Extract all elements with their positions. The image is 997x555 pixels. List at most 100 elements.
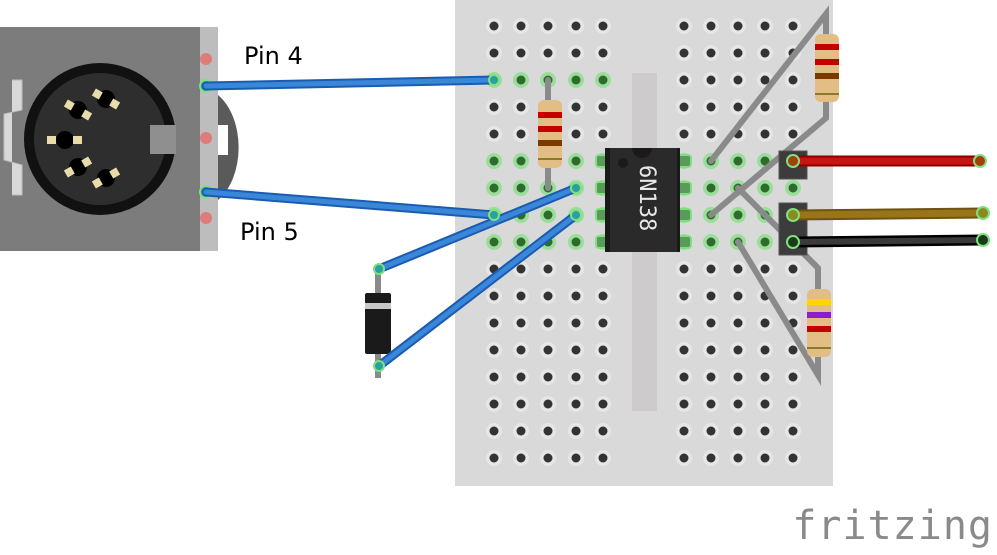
breadboard-hole[interactable]	[788, 291, 798, 301]
connector-pin-unused[interactable]	[200, 53, 212, 65]
diode[interactable]	[365, 268, 391, 378]
wire-endpoint[interactable]	[488, 74, 500, 86]
wire-endpoint[interactable]	[973, 154, 987, 168]
breadboard-hole[interactable]	[706, 102, 716, 112]
breadboard-hole[interactable]	[788, 345, 798, 355]
resistor-3[interactable]	[807, 289, 831, 357]
breadboard-hole[interactable]	[706, 399, 716, 409]
breadboard-hole[interactable]	[706, 48, 716, 58]
breadboard-hole[interactable]	[733, 345, 743, 355]
connector-pin-unused[interactable]	[200, 212, 212, 224]
breadboard-hole[interactable]	[571, 399, 581, 409]
breadboard-hole[interactable]	[489, 372, 499, 382]
wire-diode-anode[interactable]	[376, 185, 579, 272]
wire-endpoint[interactable]	[786, 235, 800, 249]
breadboard-hole[interactable]	[516, 372, 526, 382]
breadboard-hole[interactable]	[516, 291, 526, 301]
breadboard-hole[interactable]	[733, 102, 743, 112]
breadboard-hole[interactable]	[571, 102, 581, 112]
breadboard-hole[interactable]	[706, 426, 716, 436]
breadboard-hole[interactable]	[760, 237, 770, 247]
breadboard-hole[interactable]	[516, 48, 526, 58]
breadboard-hole[interactable]	[543, 426, 553, 436]
breadboard-hole[interactable]	[679, 129, 689, 139]
breadboard-hole[interactable]	[543, 48, 553, 58]
breadboard-hole[interactable]	[760, 372, 770, 382]
breadboard-hole[interactable]	[543, 345, 553, 355]
breadboard-hole[interactable]	[733, 318, 743, 328]
breadboard-hole[interactable]	[543, 399, 553, 409]
wire-black[interactable]	[790, 237, 986, 245]
wire-endpoint[interactable]	[488, 209, 500, 221]
wire-endpoint[interactable]	[373, 263, 385, 275]
wire-endpoint[interactable]	[570, 182, 582, 194]
breadboard-hole[interactable]	[571, 291, 581, 301]
breadboard-hole[interactable]	[733, 453, 743, 463]
breadboard-hole[interactable]	[598, 318, 608, 328]
breadboard-hole[interactable]	[598, 21, 608, 31]
breadboard-hole[interactable]	[489, 183, 499, 193]
breadboard-hole[interactable]	[760, 426, 770, 436]
breadboard-hole[interactable]	[489, 453, 499, 463]
breadboard-hole[interactable]	[733, 210, 743, 220]
breadboard-hole[interactable]	[788, 426, 798, 436]
breadboard-hole[interactable]	[571, 426, 581, 436]
resistor-2[interactable]	[815, 34, 839, 102]
breadboard-hole[interactable]	[788, 102, 798, 112]
breadboard-hole[interactable]	[598, 345, 608, 355]
breadboard-hole[interactable]	[543, 372, 553, 382]
breadboard-hole[interactable]	[489, 318, 499, 328]
breadboard-hole[interactable]	[516, 156, 526, 166]
breadboard-hole[interactable]	[706, 129, 716, 139]
breadboard-hole[interactable]	[516, 345, 526, 355]
breadboard-hole[interactable]	[733, 156, 743, 166]
wire-endpoint[interactable]	[570, 209, 582, 221]
breadboard-hole[interactable]	[543, 264, 553, 274]
breadboard-hole[interactable]	[733, 21, 743, 31]
breadboard-hole[interactable]	[733, 48, 743, 58]
breadboard-hole[interactable]	[571, 372, 581, 382]
breadboard-hole[interactable]	[706, 237, 716, 247]
wire-diode-cathode[interactable]	[376, 212, 579, 369]
wire-yellow[interactable]	[789, 209, 987, 219]
breadboard-hole[interactable]	[489, 426, 499, 436]
breadboard-hole[interactable]	[598, 372, 608, 382]
breadboard-hole[interactable]	[516, 318, 526, 328]
breadboard-hole[interactable]	[516, 237, 526, 247]
wire-endpoint[interactable]	[976, 206, 990, 220]
breadboard-hole[interactable]	[489, 129, 499, 139]
breadboard-hole[interactable]	[760, 183, 770, 193]
breadboard-hole[interactable]	[788, 21, 798, 31]
breadboard-hole[interactable]	[706, 372, 716, 382]
wire-pin5[interactable]	[203, 189, 497, 218]
breadboard-hole[interactable]	[733, 264, 743, 274]
breadboard-hole[interactable]	[679, 291, 689, 301]
breadboard-hole[interactable]	[516, 183, 526, 193]
breadboard-hole[interactable]	[516, 75, 526, 85]
breadboard-hole[interactable]	[571, 75, 581, 85]
breadboard-hole[interactable]	[571, 237, 581, 247]
breadboard-hole[interactable]	[760, 345, 770, 355]
breadboard-hole[interactable]	[489, 48, 499, 58]
breadboard-hole[interactable]	[788, 453, 798, 463]
breadboard-hole[interactable]	[788, 129, 798, 139]
breadboard-hole[interactable]	[571, 345, 581, 355]
breadboard-hole[interactable]	[543, 21, 553, 31]
breadboard-hole[interactable]	[571, 264, 581, 274]
breadboard-hole[interactable]	[516, 426, 526, 436]
breadboard-hole[interactable]	[706, 21, 716, 31]
breadboard-hole[interactable]	[760, 75, 770, 85]
breadboard-hole[interactable]	[788, 399, 798, 409]
breadboard-hole[interactable]	[733, 291, 743, 301]
breadboard-hole[interactable]	[679, 345, 689, 355]
breadboard-hole[interactable]	[543, 453, 553, 463]
breadboard-hole[interactable]	[516, 399, 526, 409]
breadboard-hole[interactable]	[760, 48, 770, 58]
breadboard-hole[interactable]	[788, 264, 798, 274]
wire-endpoint[interactable]	[786, 208, 800, 222]
wire-endpoint[interactable]	[373, 360, 385, 372]
breadboard-hole[interactable]	[679, 426, 689, 436]
breadboard-hole[interactable]	[516, 129, 526, 139]
breadboard-hole[interactable]	[598, 453, 608, 463]
breadboard-hole[interactable]	[489, 291, 499, 301]
